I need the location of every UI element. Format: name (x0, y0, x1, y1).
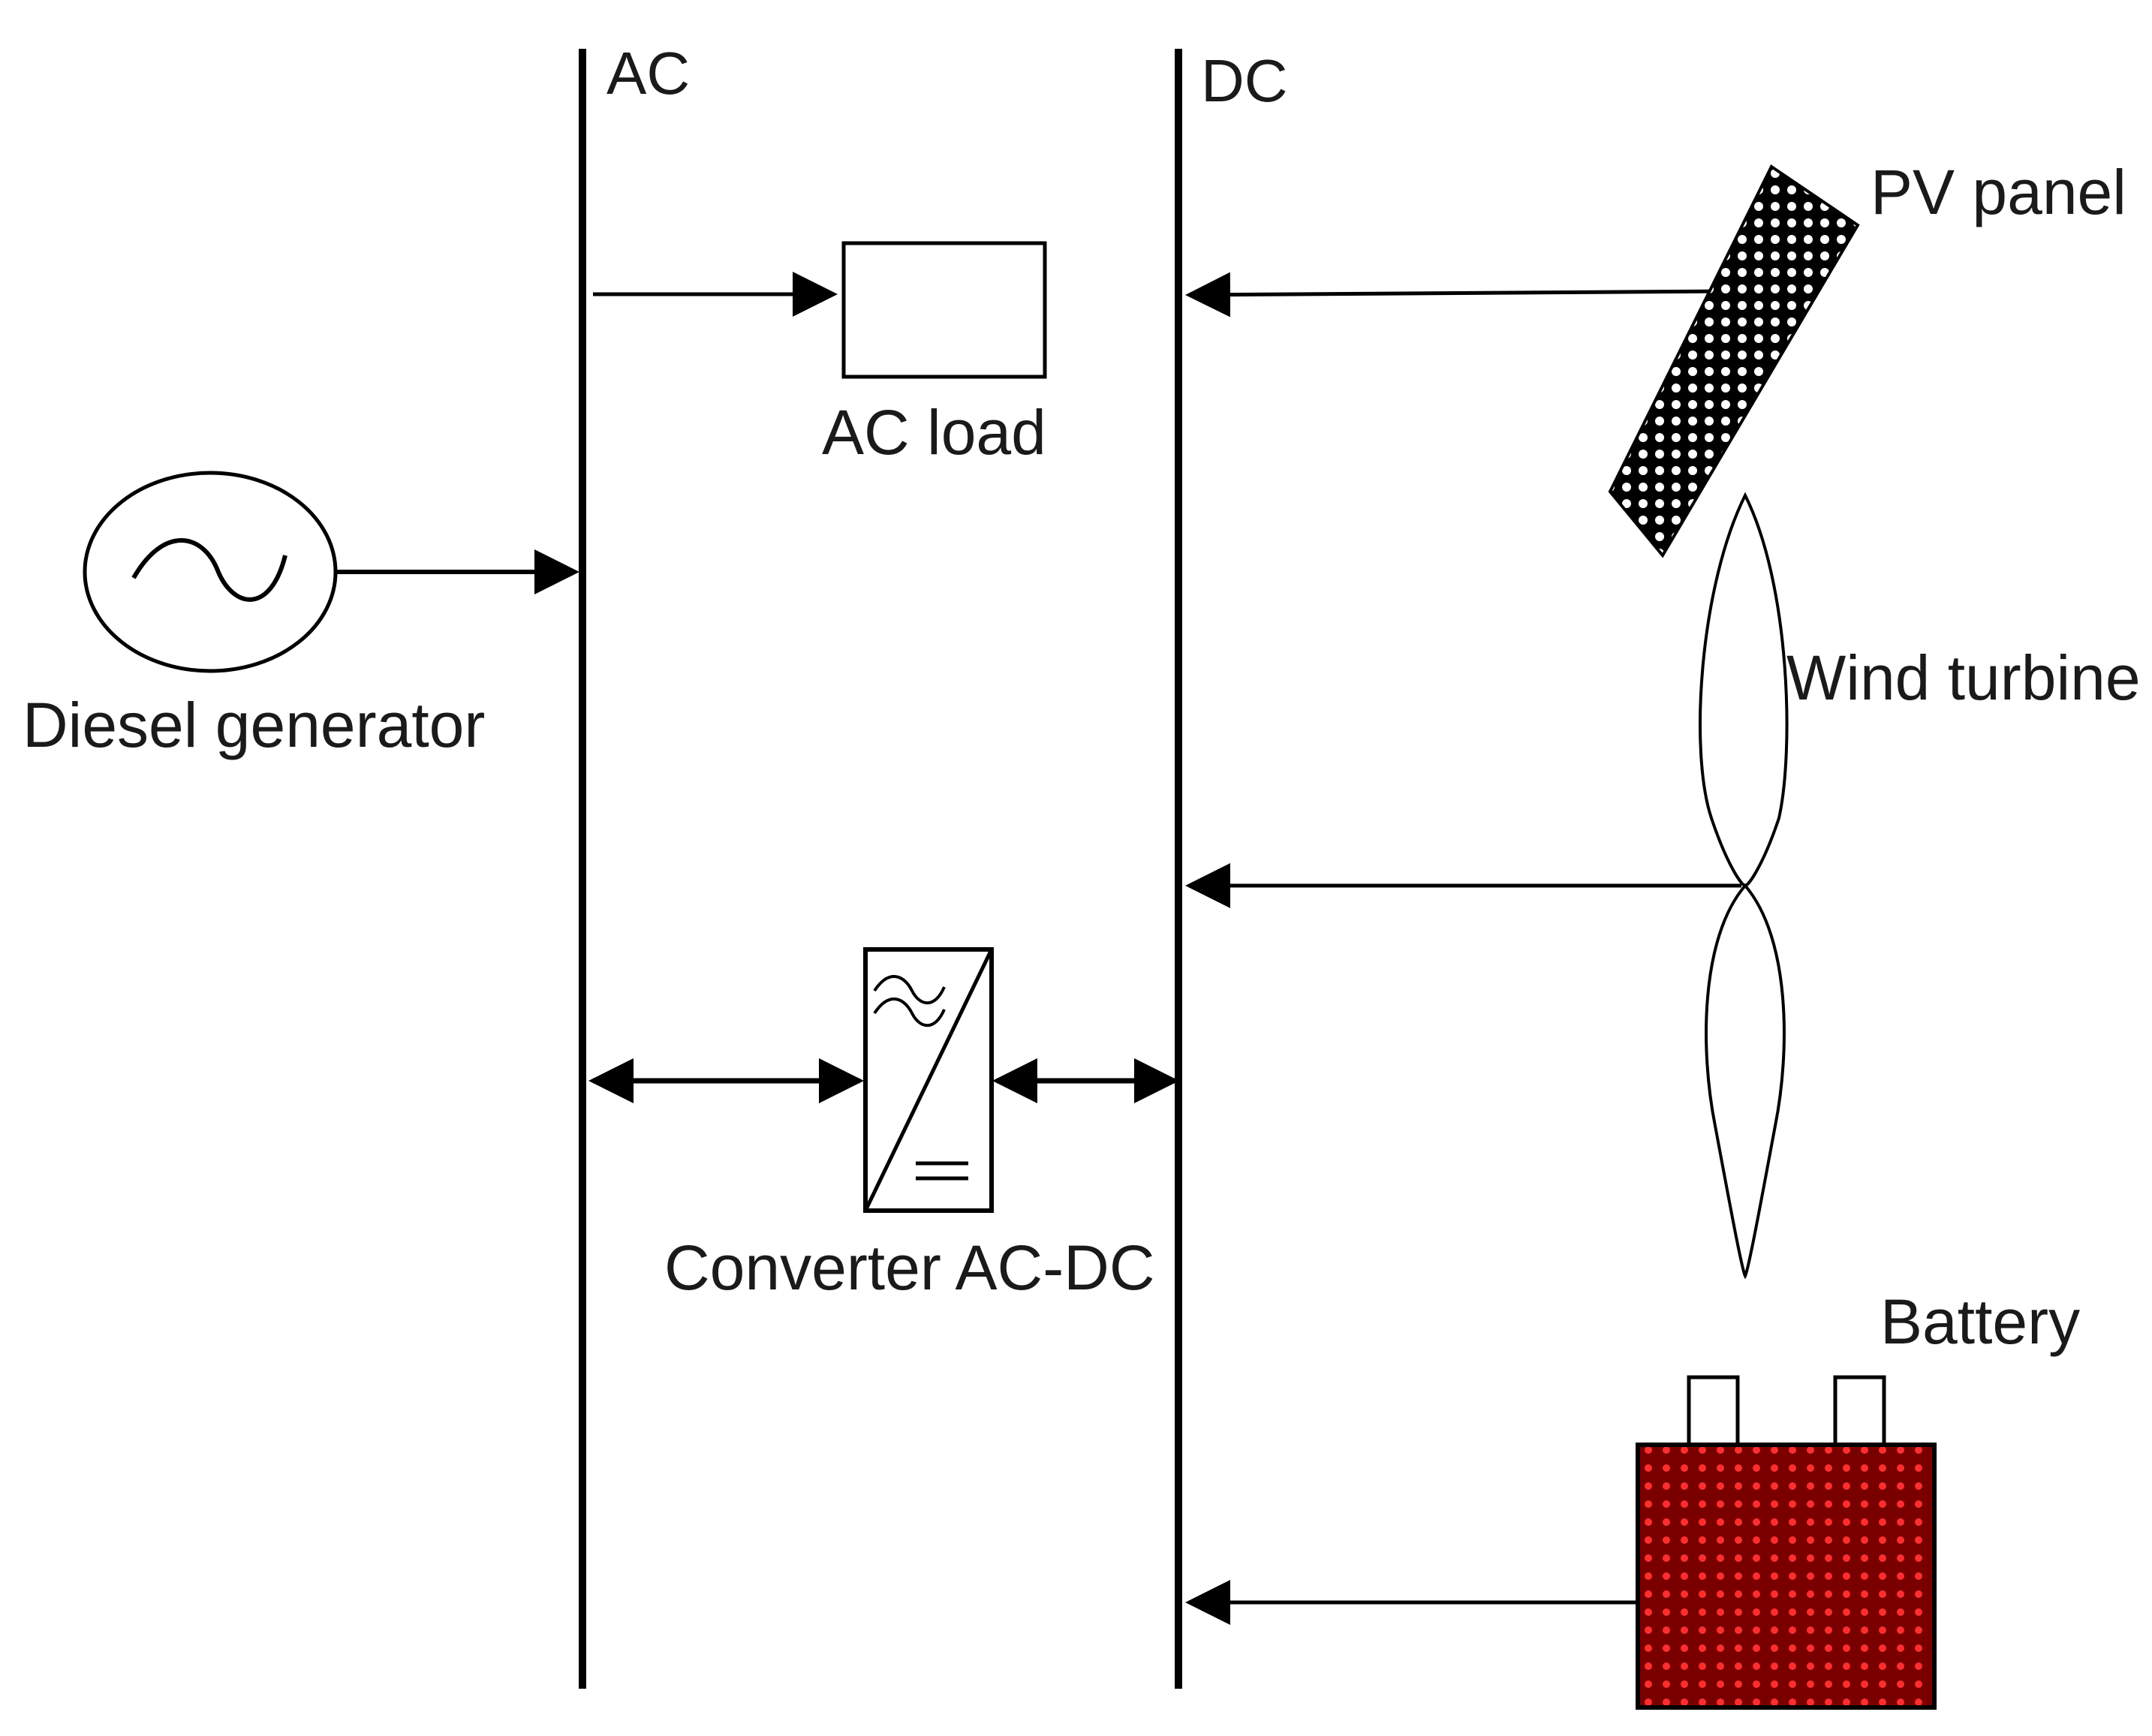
converter-label: Converter AC-DC (664, 1232, 1155, 1303)
ac-load-box (841, 241, 1047, 379)
dc-bus-label: DC (1201, 47, 1288, 114)
wind-turbine-icon (1699, 492, 1789, 1280)
pv-panel-label: PV panel (1871, 157, 2126, 227)
pv-connection (1185, 272, 1731, 317)
diesel-generator-label: Diesel generator (23, 690, 485, 760)
ac-bus-label: AC (606, 40, 690, 107)
ac-load-label: AC load (822, 397, 1046, 468)
battery-icon (1636, 1375, 1937, 1710)
solar-panel-icon (1608, 164, 1860, 558)
ac-source-icon (83, 471, 338, 673)
wind-turbine-label: Wind turbine (1786, 642, 2141, 713)
battery-label: Battery (1880, 1286, 2080, 1357)
ac-dc-converter-icon (863, 947, 994, 1213)
